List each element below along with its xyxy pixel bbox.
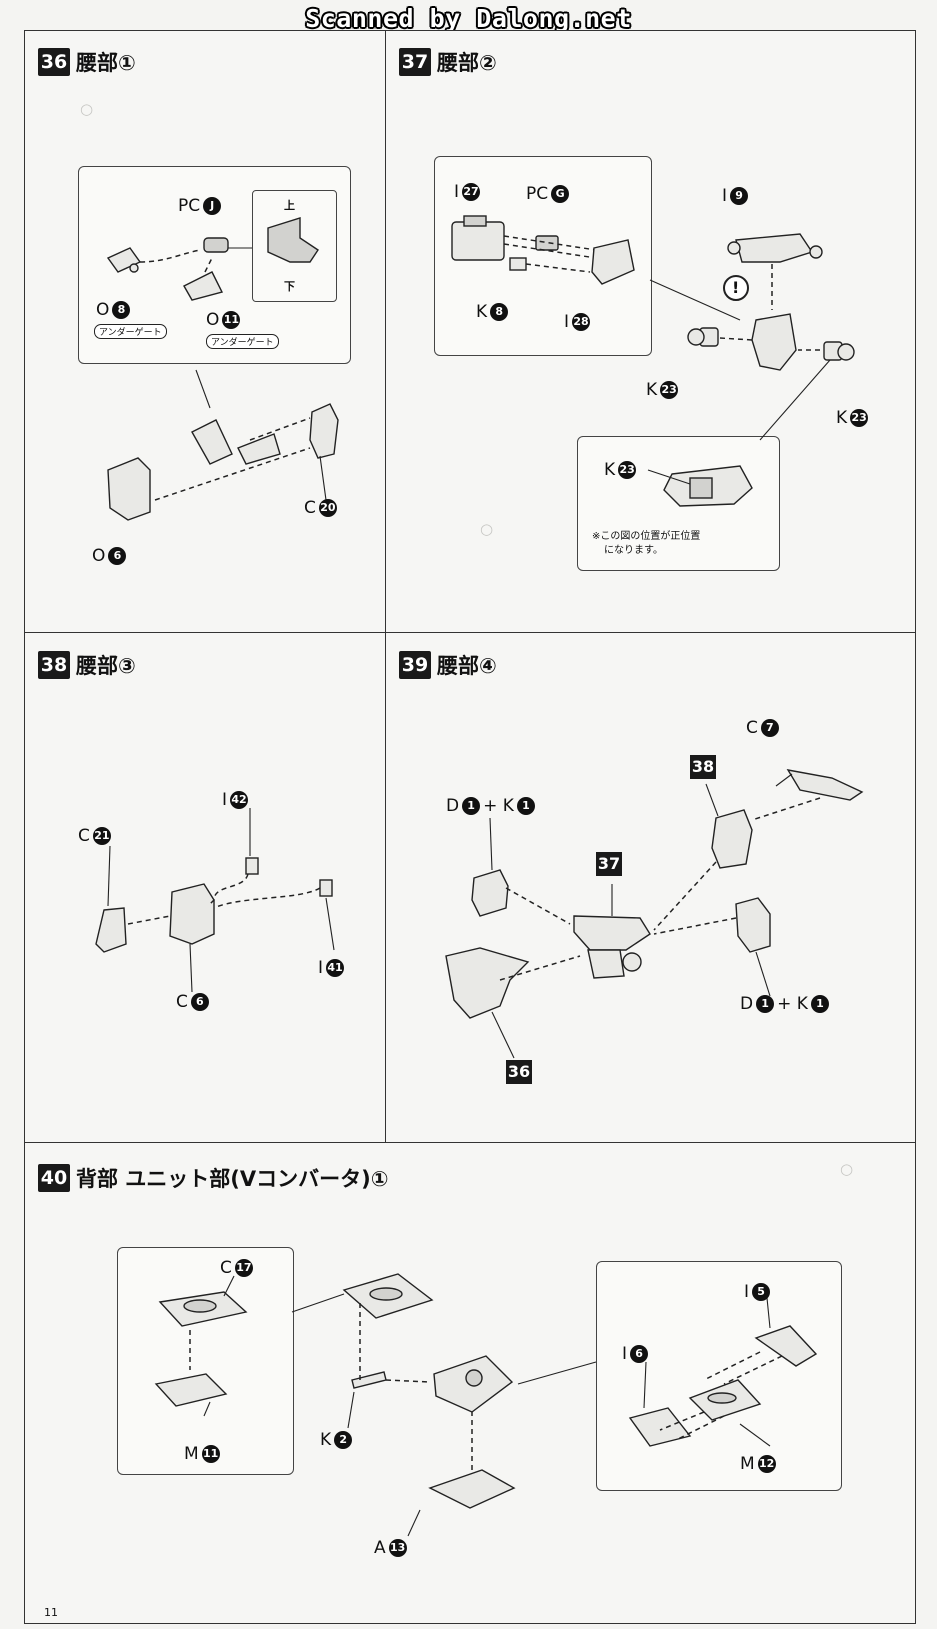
step-40-header: 40 背部 ユニット部(Vコンバータ)① [38, 1163, 389, 1193]
step-title: 腰部③ [76, 654, 136, 678]
part-c6-shape [169, 883, 215, 945]
part-i6-shape [628, 1407, 692, 1447]
step-title: 腰部② [437, 51, 497, 75]
step-number: 38 [38, 651, 70, 679]
bleed-mark: ○ [480, 520, 494, 538]
part-o11-shape [183, 271, 224, 301]
position-note: ※この図の位置が正位置 になります。 [592, 530, 700, 558]
step-37-main-assembly [751, 313, 797, 371]
part-k8-shape [509, 257, 527, 271]
part-i41-shape [319, 879, 333, 897]
caution-mark: ! [732, 278, 740, 297]
subassembly-ref-37: 37 [596, 852, 622, 876]
part-i9-shape [735, 233, 814, 263]
part-k23c-shape [689, 477, 713, 499]
bleed-mark: ○ [840, 1160, 854, 1178]
part-d1k1b-shape [735, 897, 771, 953]
step-36-subassembly-shape [445, 947, 530, 1019]
part-c20-shape [309, 403, 339, 459]
step-title: 背部 ユニット部(Vコンバータ)① [76, 1167, 389, 1191]
step-number: 39 [399, 651, 431, 679]
step-number: 40 [38, 1164, 70, 1192]
under-gate-tag: アンダーゲート [206, 334, 279, 349]
scan-banner: Scanned by Dalong.net [305, 4, 632, 33]
step-title: 腰部④ [437, 654, 497, 678]
orientation-part-shape [267, 217, 319, 263]
step-36-header: 36 腰部① [38, 47, 136, 77]
orientation-down-label: 下 [284, 280, 295, 293]
part-c7-shape [786, 769, 864, 801]
part-o6-shape [107, 457, 151, 521]
step-37-subassembly-shape [573, 915, 651, 951]
part-c21-shape [95, 907, 127, 953]
step-40-left-inset [117, 1247, 294, 1475]
part-k2-shape [351, 1371, 387, 1389]
subassembly-ref-36: 36 [506, 1060, 532, 1084]
part-d1k1a-shape [471, 869, 509, 917]
orientation-up-label: 上 [284, 199, 295, 212]
part-a13-shape [428, 1469, 516, 1509]
part-o8-assembled [191, 419, 233, 465]
page-number: 11 [44, 1606, 58, 1619]
step-number: 37 [399, 48, 431, 76]
under-gate-tag: アンダーゲート [94, 324, 167, 339]
part-pc-g-shape [535, 235, 559, 251]
part-i42-shape [245, 857, 259, 875]
step-37-header: 37 腰部② [399, 47, 497, 77]
step-number: 36 [38, 48, 70, 76]
part-i27-shape [451, 221, 505, 261]
position-note-line: になります。 [604, 545, 663, 556]
step-38-subassembly-shape [711, 809, 753, 869]
step-40-right-inset [596, 1261, 842, 1491]
step-38-header: 38 腰部③ [38, 650, 136, 680]
bleed-mark: ○ [80, 100, 94, 118]
subassembly-ref-38: 38 [690, 755, 716, 779]
part-m11-shape [154, 1373, 228, 1407]
part-i5-shape [754, 1325, 818, 1367]
position-note-line: ※この図の位置が正位置 [592, 531, 701, 542]
part-pc-j-shape [203, 237, 229, 253]
step-title: 腰部① [76, 51, 136, 75]
step-39-header: 39 腰部④ [399, 650, 497, 680]
part-i28-shape [591, 239, 635, 285]
